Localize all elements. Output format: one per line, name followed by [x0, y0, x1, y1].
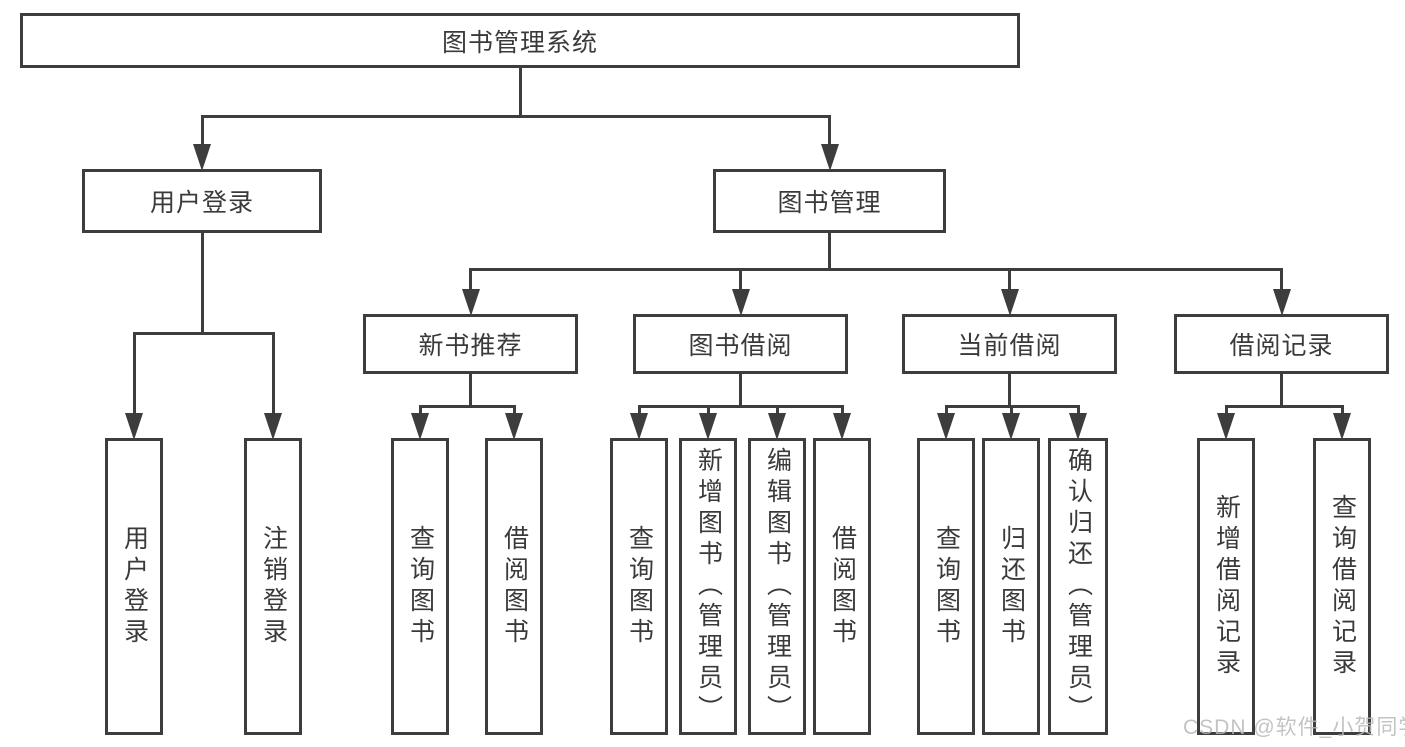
node-label-cb-confirm: 确认归还（管理员）: [1064, 447, 1093, 726]
connector-line: [518, 67, 522, 118]
node-system: 图书管理系统: [20, 13, 1020, 68]
node-cb-return: 归还图书: [982, 438, 1040, 735]
connector-line: [200, 115, 831, 118]
node-book-mgmt: 图书管理: [713, 169, 946, 233]
connector-line: [132, 332, 136, 425]
arrowhead-icon: [937, 413, 955, 440]
node-new-query: 查询图书: [391, 438, 449, 735]
arrowhead-icon: [1000, 289, 1019, 316]
arrowhead-icon: [193, 144, 211, 171]
connector-line: [739, 373, 742, 408]
node-label-bb-edit: 编辑图书（管理员）: [763, 447, 792, 726]
node-bb-add: 新增图书（管理员）: [679, 438, 737, 735]
connector-line: [469, 268, 472, 301]
node-current-borrow: 当前借阅: [902, 314, 1117, 374]
node-label-br-add: 新增借阅记录: [1212, 493, 1241, 680]
arrowhead-icon: [1002, 413, 1020, 440]
node-label-borrow-records: 借阅记录: [1229, 332, 1334, 360]
arrowhead-icon: [768, 413, 786, 440]
connector-line: [1280, 268, 1283, 301]
connector-line: [637, 405, 844, 408]
node-label-bb-query: 查询图书: [625, 524, 654, 649]
node-borrow-records: 借阅记录: [1174, 314, 1389, 374]
arrowhead-icon: [264, 413, 282, 440]
arrowhead-icon: [833, 413, 851, 440]
node-label-book-mgmt: 图书管理: [777, 189, 882, 217]
node-label-cb-query: 查询图书: [932, 524, 961, 649]
connector-line: [828, 232, 831, 271]
connector-line: [132, 332, 275, 335]
node-book-borrow: 图书借阅: [633, 314, 848, 374]
node-br-query: 查询借阅记录: [1313, 438, 1371, 735]
csdn-watermark: CSDN @软件_小贺同学: [1183, 716, 1405, 739]
connector-line: [1008, 373, 1011, 408]
node-label-login-user: 用户登录: [120, 524, 149, 649]
arrowhead-icon: [411, 413, 429, 440]
arrowhead-icon: [820, 144, 839, 171]
node-br-add: 新增借阅记录: [1197, 438, 1255, 735]
connector-line: [200, 115, 204, 156]
node-login: 用户登录: [82, 169, 322, 233]
node-login-logout: 注销登录: [244, 438, 302, 735]
arrowhead-icon: [699, 413, 717, 440]
node-label-new-books: 新书推荐: [418, 332, 523, 360]
node-label-cb-return: 归还图书: [997, 524, 1026, 649]
connector-line: [1224, 405, 1344, 408]
node-cb-confirm: 确认归还（管理员）: [1048, 438, 1108, 735]
arrowhead-icon: [1069, 413, 1087, 440]
node-new-books: 新书推荐: [363, 314, 578, 374]
node-label-new-borrow: 借阅图书: [500, 524, 529, 649]
node-bb-query: 查询图书: [610, 438, 668, 735]
arrowhead-icon: [1333, 413, 1351, 440]
connector-line: [418, 405, 516, 408]
arrowhead-icon: [505, 413, 523, 440]
node-bb-borrow: 借阅图书: [813, 438, 871, 735]
connector-line: [739, 268, 742, 301]
node-new-borrow: 借阅图书: [485, 438, 543, 735]
connector-line: [200, 232, 204, 335]
arrowhead-icon: [1217, 413, 1235, 440]
connector-line: [271, 332, 275, 425]
node-label-br-query: 查询借阅记录: [1328, 493, 1357, 680]
node-label-current-borrow: 当前借阅: [957, 332, 1062, 360]
node-label-login-logout: 注销登录: [259, 524, 288, 649]
arrowhead-icon: [731, 289, 750, 316]
connector-line: [469, 268, 1283, 271]
connector-line: [1280, 373, 1283, 408]
node-label-bb-add: 新增图书（管理员）: [694, 447, 723, 726]
node-label-system: 图书管理系统: [441, 28, 598, 57]
node-bb-edit: 编辑图书（管理员）: [748, 438, 806, 735]
arrowhead-icon: [125, 413, 143, 440]
arrowhead-icon: [1272, 289, 1291, 316]
connector-line: [469, 373, 472, 408]
node-label-bb-borrow: 借阅图书: [828, 524, 857, 649]
arrowhead-icon: [630, 413, 648, 440]
node-label-book-borrow: 图书借阅: [688, 332, 793, 360]
node-login-user: 用户登录: [105, 438, 163, 735]
node-label-login: 用户登录: [149, 189, 254, 217]
arrowhead-icon: [461, 289, 480, 316]
connector-line: [1008, 268, 1011, 301]
node-cb-query: 查询图书: [917, 438, 975, 735]
node-label-new-query: 查询图书: [406, 524, 435, 649]
connector-line: [828, 115, 831, 156]
